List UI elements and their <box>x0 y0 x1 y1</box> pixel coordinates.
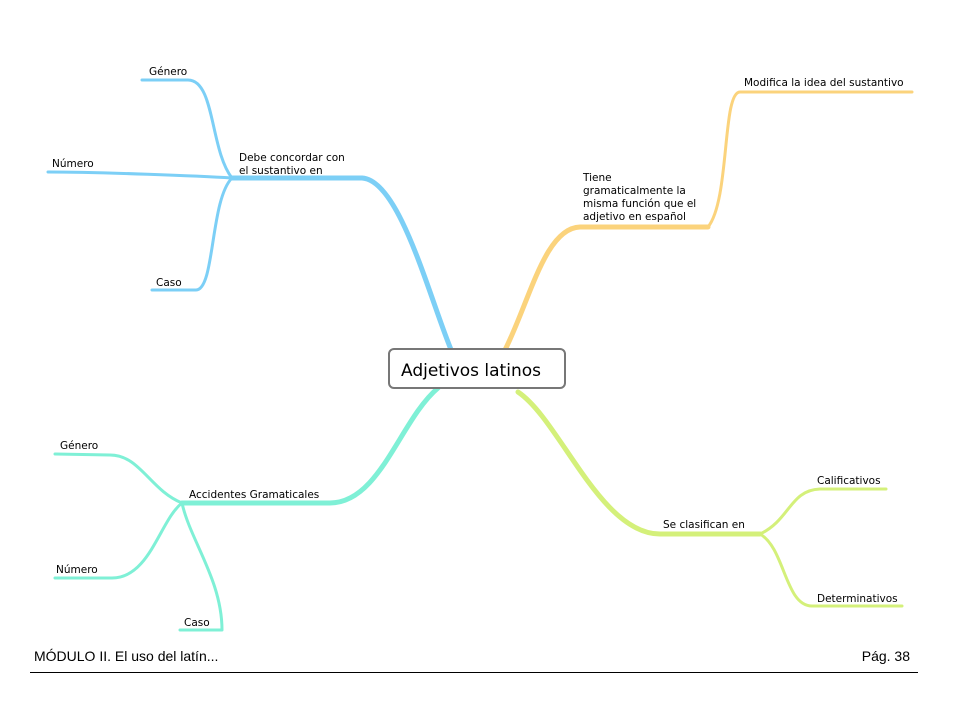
concordancia-label-line-2: el sustantivo en <box>239 165 323 177</box>
node-modifica[interactable]: Modifica la idea del sustantivo <box>744 77 904 89</box>
connector-center-to-concordancia <box>229 175 455 355</box>
concordancia-label-line-1: Debe concordar con <box>239 152 345 164</box>
node-genero-2[interactable]: Género <box>60 440 98 452</box>
connector-to-caso <box>150 176 234 292</box>
node-calificativos[interactable]: Calificativos <box>817 475 881 487</box>
accidentes-label[interactable]: Accidentes Gramaticales <box>189 489 319 501</box>
concordancia-label[interactable]: Debe concordar con el sustantivo en <box>239 152 348 177</box>
branch-clasificacion-lines <box>515 389 904 608</box>
funcion-label-line-3: misma función que el <box>583 198 696 210</box>
connector-to-modifica <box>706 90 914 229</box>
node-genero[interactable]: Género <box>149 66 187 78</box>
footer-divider <box>30 672 918 673</box>
center-node[interactable] <box>388 348 566 389</box>
footer-page-number: Pág. 38 <box>861 648 910 664</box>
funcion-label-line-2: gramaticalmente la <box>583 185 686 197</box>
connector-center-to-funcion <box>502 224 711 353</box>
connector-to-numero-2 <box>53 501 184 580</box>
branch-accidentes-lines <box>53 385 441 632</box>
node-caso[interactable]: Caso <box>156 277 182 289</box>
connector-to-numero <box>46 170 234 180</box>
branch-funcion-lines <box>502 90 914 353</box>
center-node-label: Adjetivos latinos <box>401 361 541 381</box>
funcion-label[interactable]: Tiene gramaticalmente la misma función q… <box>582 172 700 223</box>
connector-to-calificativos <box>758 487 888 536</box>
node-determinativos[interactable]: Determinativos <box>817 593 898 605</box>
node-numero-2[interactable]: Número <box>56 564 98 576</box>
funcion-label-line-4: adjetivo en español <box>583 211 686 223</box>
connector-center-to-clasificacion <box>515 389 763 537</box>
node-numero[interactable]: Número <box>52 158 94 170</box>
connector-center-to-accidentes <box>179 385 441 506</box>
connector-to-caso-2 <box>178 501 224 632</box>
connector-to-genero <box>140 78 234 180</box>
connector-to-determinativos <box>758 532 904 608</box>
footer-module-title: MÓDULO II. El uso del latín... <box>34 648 219 664</box>
clasificacion-label[interactable]: Se clasifican en <box>663 519 745 531</box>
connector-to-genero-2 <box>53 452 184 505</box>
branch-concordancia-lines <box>46 78 455 355</box>
node-caso-2[interactable]: Caso <box>184 617 210 629</box>
funcion-label-line-1: Tiene <box>582 172 612 184</box>
